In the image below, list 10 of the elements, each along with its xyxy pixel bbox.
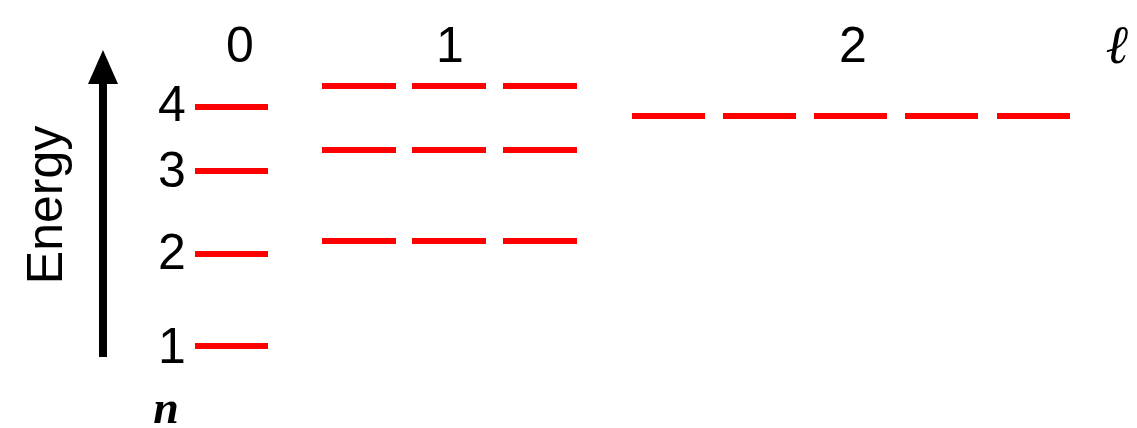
l-value-label: 2 bbox=[839, 20, 867, 70]
l-value-label: 1 bbox=[436, 20, 464, 70]
l-value-label: 0 bbox=[226, 20, 254, 70]
axis-title: Energy bbox=[20, 125, 70, 285]
n-value-label: 1 bbox=[158, 321, 186, 371]
l-axis-symbol: ℓ bbox=[1106, 18, 1130, 72]
n-axis-symbol: n bbox=[153, 385, 179, 428]
n-value-label: 2 bbox=[158, 227, 186, 277]
n-value-label: 4 bbox=[158, 79, 186, 129]
n-value-label: 3 bbox=[158, 145, 186, 195]
